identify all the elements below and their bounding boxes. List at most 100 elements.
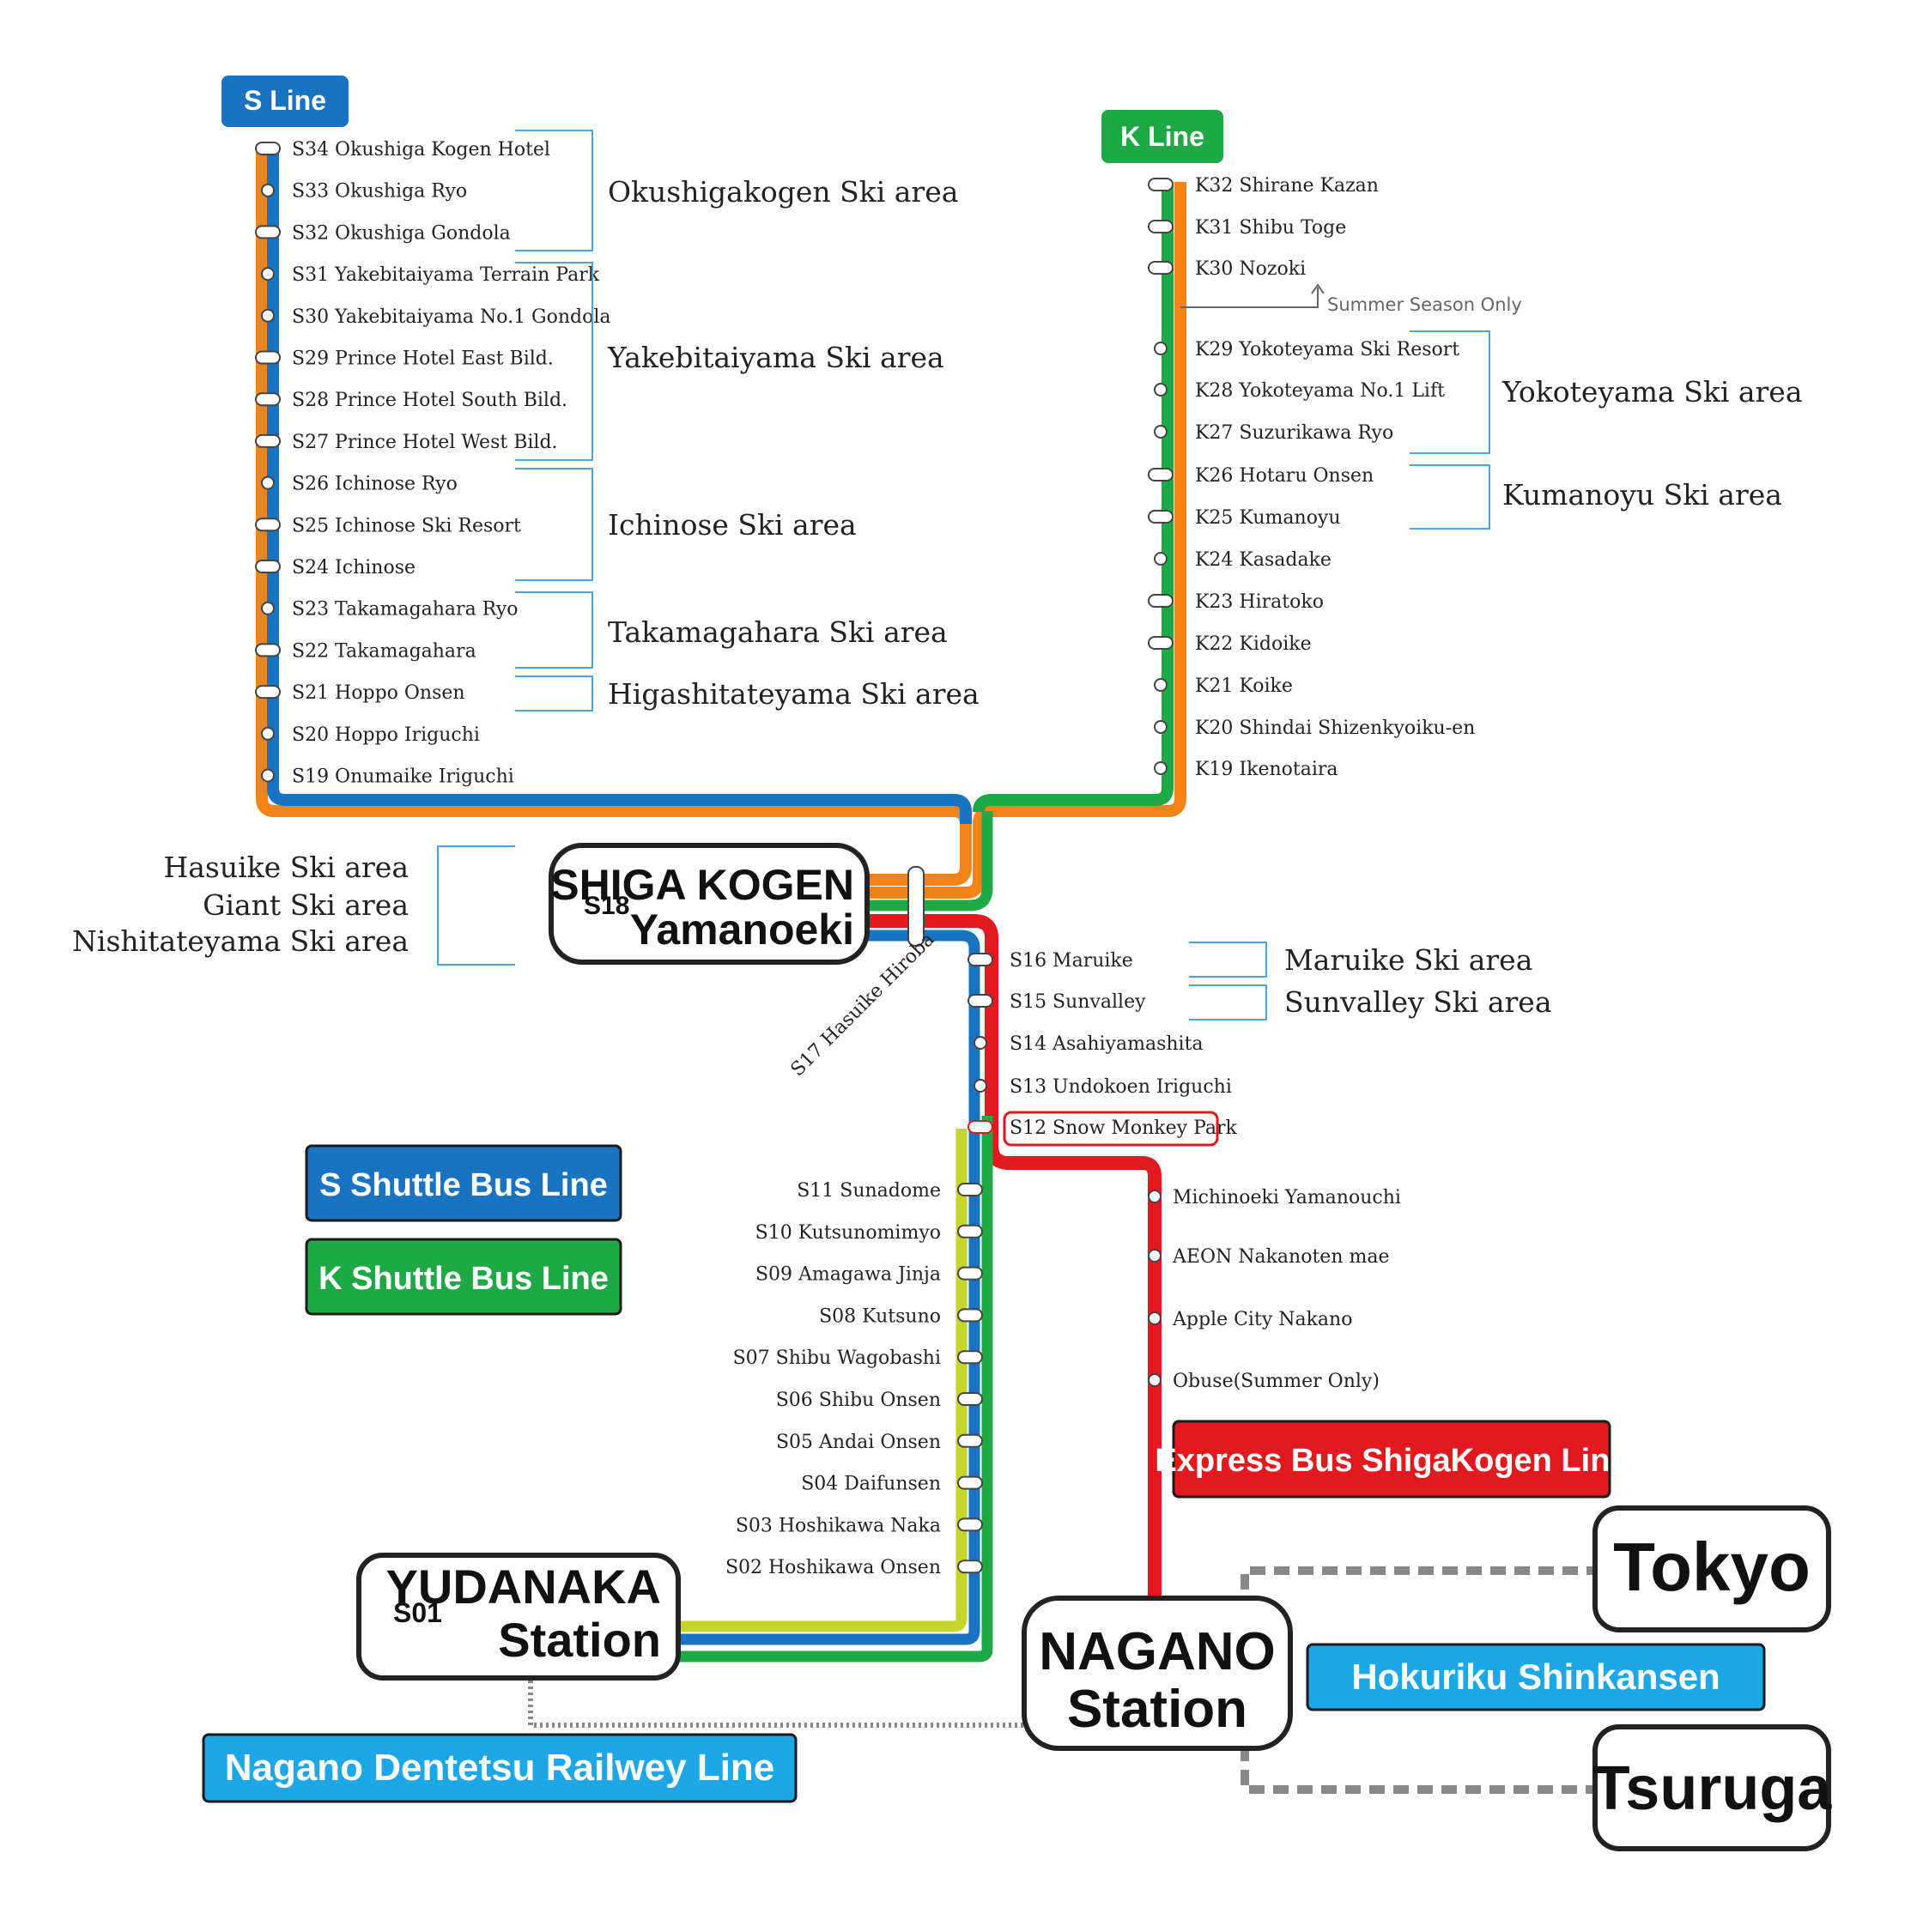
station-s-upper[interactable]: S28 Prince Hotel South Bild. xyxy=(292,390,567,411)
hub-area-labels: Hasuike Ski area Giant Ski area Nishitat… xyxy=(72,851,409,958)
station-s-upper[interactable]: S20 Hoppo Iriguchi xyxy=(292,724,480,746)
stop-marker xyxy=(261,726,275,741)
stop-marker xyxy=(1154,383,1168,397)
svg-text:S Shuttle Bus Line: S Shuttle Bus Line xyxy=(319,1167,608,1203)
station-s-upper[interactable]: S22 Takamagahara xyxy=(292,640,476,662)
station-s-upper[interactable]: S33 Okushiga Ryo xyxy=(292,181,467,203)
station-s-upper[interactable]: S31 Yakebitaiyama Terrain Park xyxy=(292,264,600,286)
station-s-lower[interactable]: S07 Shibu Wagobashi xyxy=(733,1348,941,1369)
stop-marker xyxy=(1154,678,1168,692)
station-s-upper[interactable]: S30 Yakebitaiyama No.1 Gondola xyxy=(292,306,611,328)
station-k[interactable]: K20 Shindai Shizenkyoiku-en xyxy=(1195,718,1475,739)
station-s-upper[interactable]: S32 Okushiga Gondola xyxy=(292,222,511,244)
station-s-lower[interactable]: S05 Andai Onsen xyxy=(776,1432,941,1453)
stop-marker xyxy=(974,1036,987,1050)
stop-marker xyxy=(1154,720,1168,734)
station-s-lower[interactable]: S02 Hoshikawa Onsen xyxy=(725,1557,941,1578)
area-maruike: Maruike Ski area xyxy=(1284,943,1532,977)
station-s-mid[interactable]: S15 Sunvalley xyxy=(1010,991,1146,1013)
hub-shiga-kogen[interactable]: S18 SHIGA KOGEN Yamanoeki xyxy=(549,843,870,965)
station-s-lower[interactable]: S11 Sunadome xyxy=(797,1180,941,1202)
station-k[interactable]: K30 Nozoki xyxy=(1195,258,1306,280)
station-s-lower[interactable]: S08 Kutsuno xyxy=(819,1305,941,1327)
stop-marker xyxy=(255,142,281,155)
stop-marker xyxy=(957,1266,983,1281)
station-s-lower[interactable]: S06 Shibu Onsen xyxy=(776,1390,941,1411)
stop-marker xyxy=(1148,220,1174,233)
stop-marker xyxy=(1154,342,1168,355)
stop-marker xyxy=(1154,761,1168,775)
stop-marker xyxy=(968,1120,993,1134)
station-s-mid[interactable]: S14 Asahiyamashita xyxy=(1010,1033,1204,1055)
station-k[interactable]: K25 Kumanoyu xyxy=(1195,507,1341,529)
station-s-upper[interactable]: S25 Ichinose Ski Resort xyxy=(292,515,521,536)
station-k[interactable]: K21 Koike xyxy=(1195,675,1293,697)
svg-text:Station: Station xyxy=(498,1613,661,1667)
stop-marker xyxy=(255,225,281,239)
station-k[interactable]: K32 Shirane Kazan xyxy=(1195,175,1379,197)
area-yakebitaiyama: Yakebitaiyama Ski area xyxy=(607,341,944,374)
k-line-orange-track xyxy=(867,182,1186,899)
station-s-upper[interactable]: S21 Hoppo Onsen xyxy=(292,682,465,704)
station-s-lower[interactable]: S04 Daifunsen xyxy=(801,1474,941,1495)
svg-text:K Line: K Line xyxy=(1120,121,1204,152)
station-s-mid[interactable]: S16 Maruike xyxy=(1010,950,1133,972)
station-k[interactable]: K26 Hotaru Onsen xyxy=(1195,465,1374,487)
stop-marker xyxy=(957,1308,983,1323)
stop-marker xyxy=(1148,1190,1162,1203)
svg-text:NAGANO: NAGANO xyxy=(1039,1622,1276,1681)
station-s-upper[interactable]: S19 Onumaike Iriguchi xyxy=(292,766,514,788)
legend-dentetsu: Nagano Dentetsu Railwey Line xyxy=(202,1733,798,1803)
stop-marker xyxy=(261,475,275,490)
station-s-upper[interactable]: S29 Prince Hotel East Bild. xyxy=(292,348,554,370)
station-s-upper[interactable]: S23 Takamagahara Ryo xyxy=(292,599,519,621)
station-express[interactable]: AEON Nakanoten mae xyxy=(1172,1246,1389,1268)
station-tokyo[interactable]: Tokyo xyxy=(1592,1505,1831,1632)
station-tsuruga[interactable]: Tsuruga xyxy=(1592,1724,1833,1851)
stop-marker xyxy=(261,308,275,323)
station-k[interactable]: K29 Yokoteyama Ski Resort xyxy=(1195,339,1459,360)
station-yudanaka[interactable]: S01 YUDANAKA Station xyxy=(356,1553,681,1681)
station-nagano[interactable]: NAGANO Station xyxy=(1022,1596,1293,1751)
svg-text:K Shuttle Bus Line: K Shuttle Bus Line xyxy=(318,1261,609,1297)
station-express[interactable]: Obuse(Summer Only) xyxy=(1173,1371,1380,1392)
stop-marker xyxy=(1148,178,1174,191)
station-s-lower[interactable]: S03 Hoshikawa Naka xyxy=(736,1515,941,1536)
station-s-upper[interactable]: S26 Ichinose Ryo xyxy=(292,474,458,495)
svg-text:S01: S01 xyxy=(393,1597,442,1628)
stop-marker xyxy=(255,643,281,657)
station-k[interactable]: K23 Hiratoko xyxy=(1195,591,1324,613)
station-express[interactable]: Apple City Nakano xyxy=(1172,1309,1352,1330)
station-k[interactable]: K24 Kasadake xyxy=(1195,549,1332,571)
station-k[interactable]: K31 Shibu Toge xyxy=(1195,217,1346,239)
station-s-lower[interactable]: S09 Amagawa Jinja xyxy=(755,1264,941,1286)
station-s-upper[interactable]: S24 Ichinose xyxy=(292,557,416,578)
station-s-mid[interactable]: S12 Snow Monkey Park xyxy=(1010,1117,1238,1139)
stop-marker xyxy=(261,183,275,197)
stop-marker xyxy=(957,1392,983,1406)
station-express[interactable]: Michinoeki Yamanouchi xyxy=(1173,1187,1401,1208)
stop-marker xyxy=(255,392,281,407)
station-k[interactable]: K19 Ikenotaira xyxy=(1195,759,1338,780)
station-k[interactable]: K28 Yokoteyama No.1 Lift xyxy=(1195,380,1445,402)
s12-highlight-box xyxy=(1003,1111,1219,1147)
stop-marker xyxy=(255,518,281,532)
area-higashitateyama: Higashitateyama Ski area xyxy=(608,677,980,711)
station-s-upper[interactable]: S34 Okushiga Kogen Hotel xyxy=(292,139,550,160)
stop-marker xyxy=(957,1183,983,1196)
station-s-mid[interactable]: S13 Undokoen Iriguchi xyxy=(1010,1076,1232,1098)
station-s-lower[interactable]: S10 Kutsunomimyo xyxy=(755,1222,941,1244)
shinkansen-rail-tokyo xyxy=(1241,1566,1597,1614)
station-k[interactable]: K22 Kidoike xyxy=(1195,633,1312,655)
area-sunvalley: Sunvalley Ski area xyxy=(1284,985,1552,1019)
station-s-upper[interactable]: S27 Prince Hotel West Bild. xyxy=(292,432,558,453)
svg-text:Tsuruga: Tsuruga xyxy=(1592,1754,1833,1823)
station-k[interactable]: K27 Suzurikawa Ryo xyxy=(1195,422,1393,444)
legend-shinkansen: Hokuriku Shinkansen xyxy=(1306,1643,1766,1711)
stop-marker xyxy=(957,1224,983,1239)
